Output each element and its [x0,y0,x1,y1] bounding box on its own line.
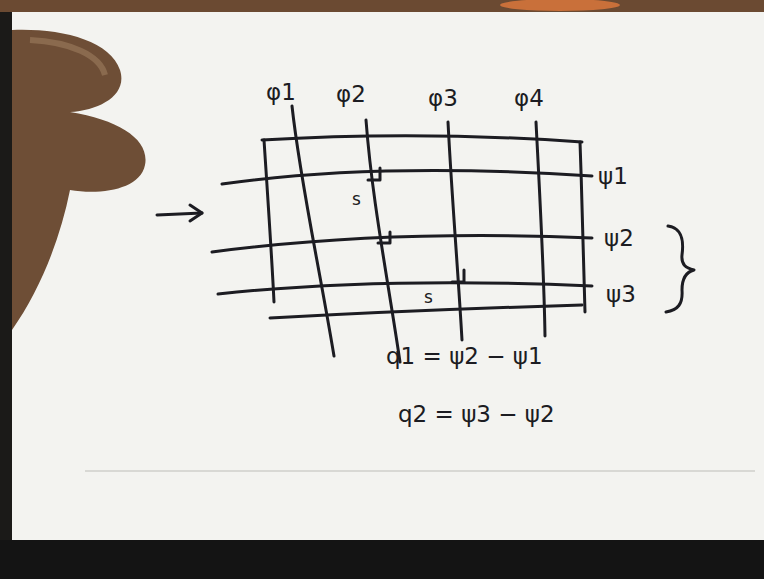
right-angle-mark [452,270,464,282]
equipotential-line [366,120,400,362]
stream-label: ψ2 [604,226,634,251]
stream-label: ψ3 [606,282,636,307]
flow-equation: q2 = ψ3 − ψ2 [398,402,555,427]
potential-label: φ2 [336,82,366,107]
top-strip [0,0,764,12]
streamline [212,236,592,252]
potential-label: φ1 [266,80,296,105]
flow-equation: q1 = ψ2 − ψ1 [386,344,543,369]
hand-shade [30,40,105,75]
flow-arrowhead [190,205,202,221]
potential-label: φ3 [428,86,458,111]
streamline [218,283,592,294]
stream-label: ψ1 [598,164,628,189]
flow-arrow [157,213,202,215]
equipotential-line [292,106,334,356]
spacing-label: s [424,288,433,307]
boundary-line [270,305,582,318]
top-strip-mark [500,0,620,11]
hand-shape [12,30,146,330]
equipotential-line [448,122,462,340]
right-angle-mark [368,168,380,180]
boundary-line [264,140,274,302]
paper-edge [85,470,755,472]
bottom-strip [0,540,764,579]
paper-sheet [12,10,764,540]
spacing-label: s [352,190,361,209]
right-angle-mark [378,232,390,243]
bracket [666,226,694,312]
boundary-line [262,136,582,142]
potential-label: φ4 [514,86,544,111]
streamline [222,170,592,184]
equipotential-line [536,122,545,336]
